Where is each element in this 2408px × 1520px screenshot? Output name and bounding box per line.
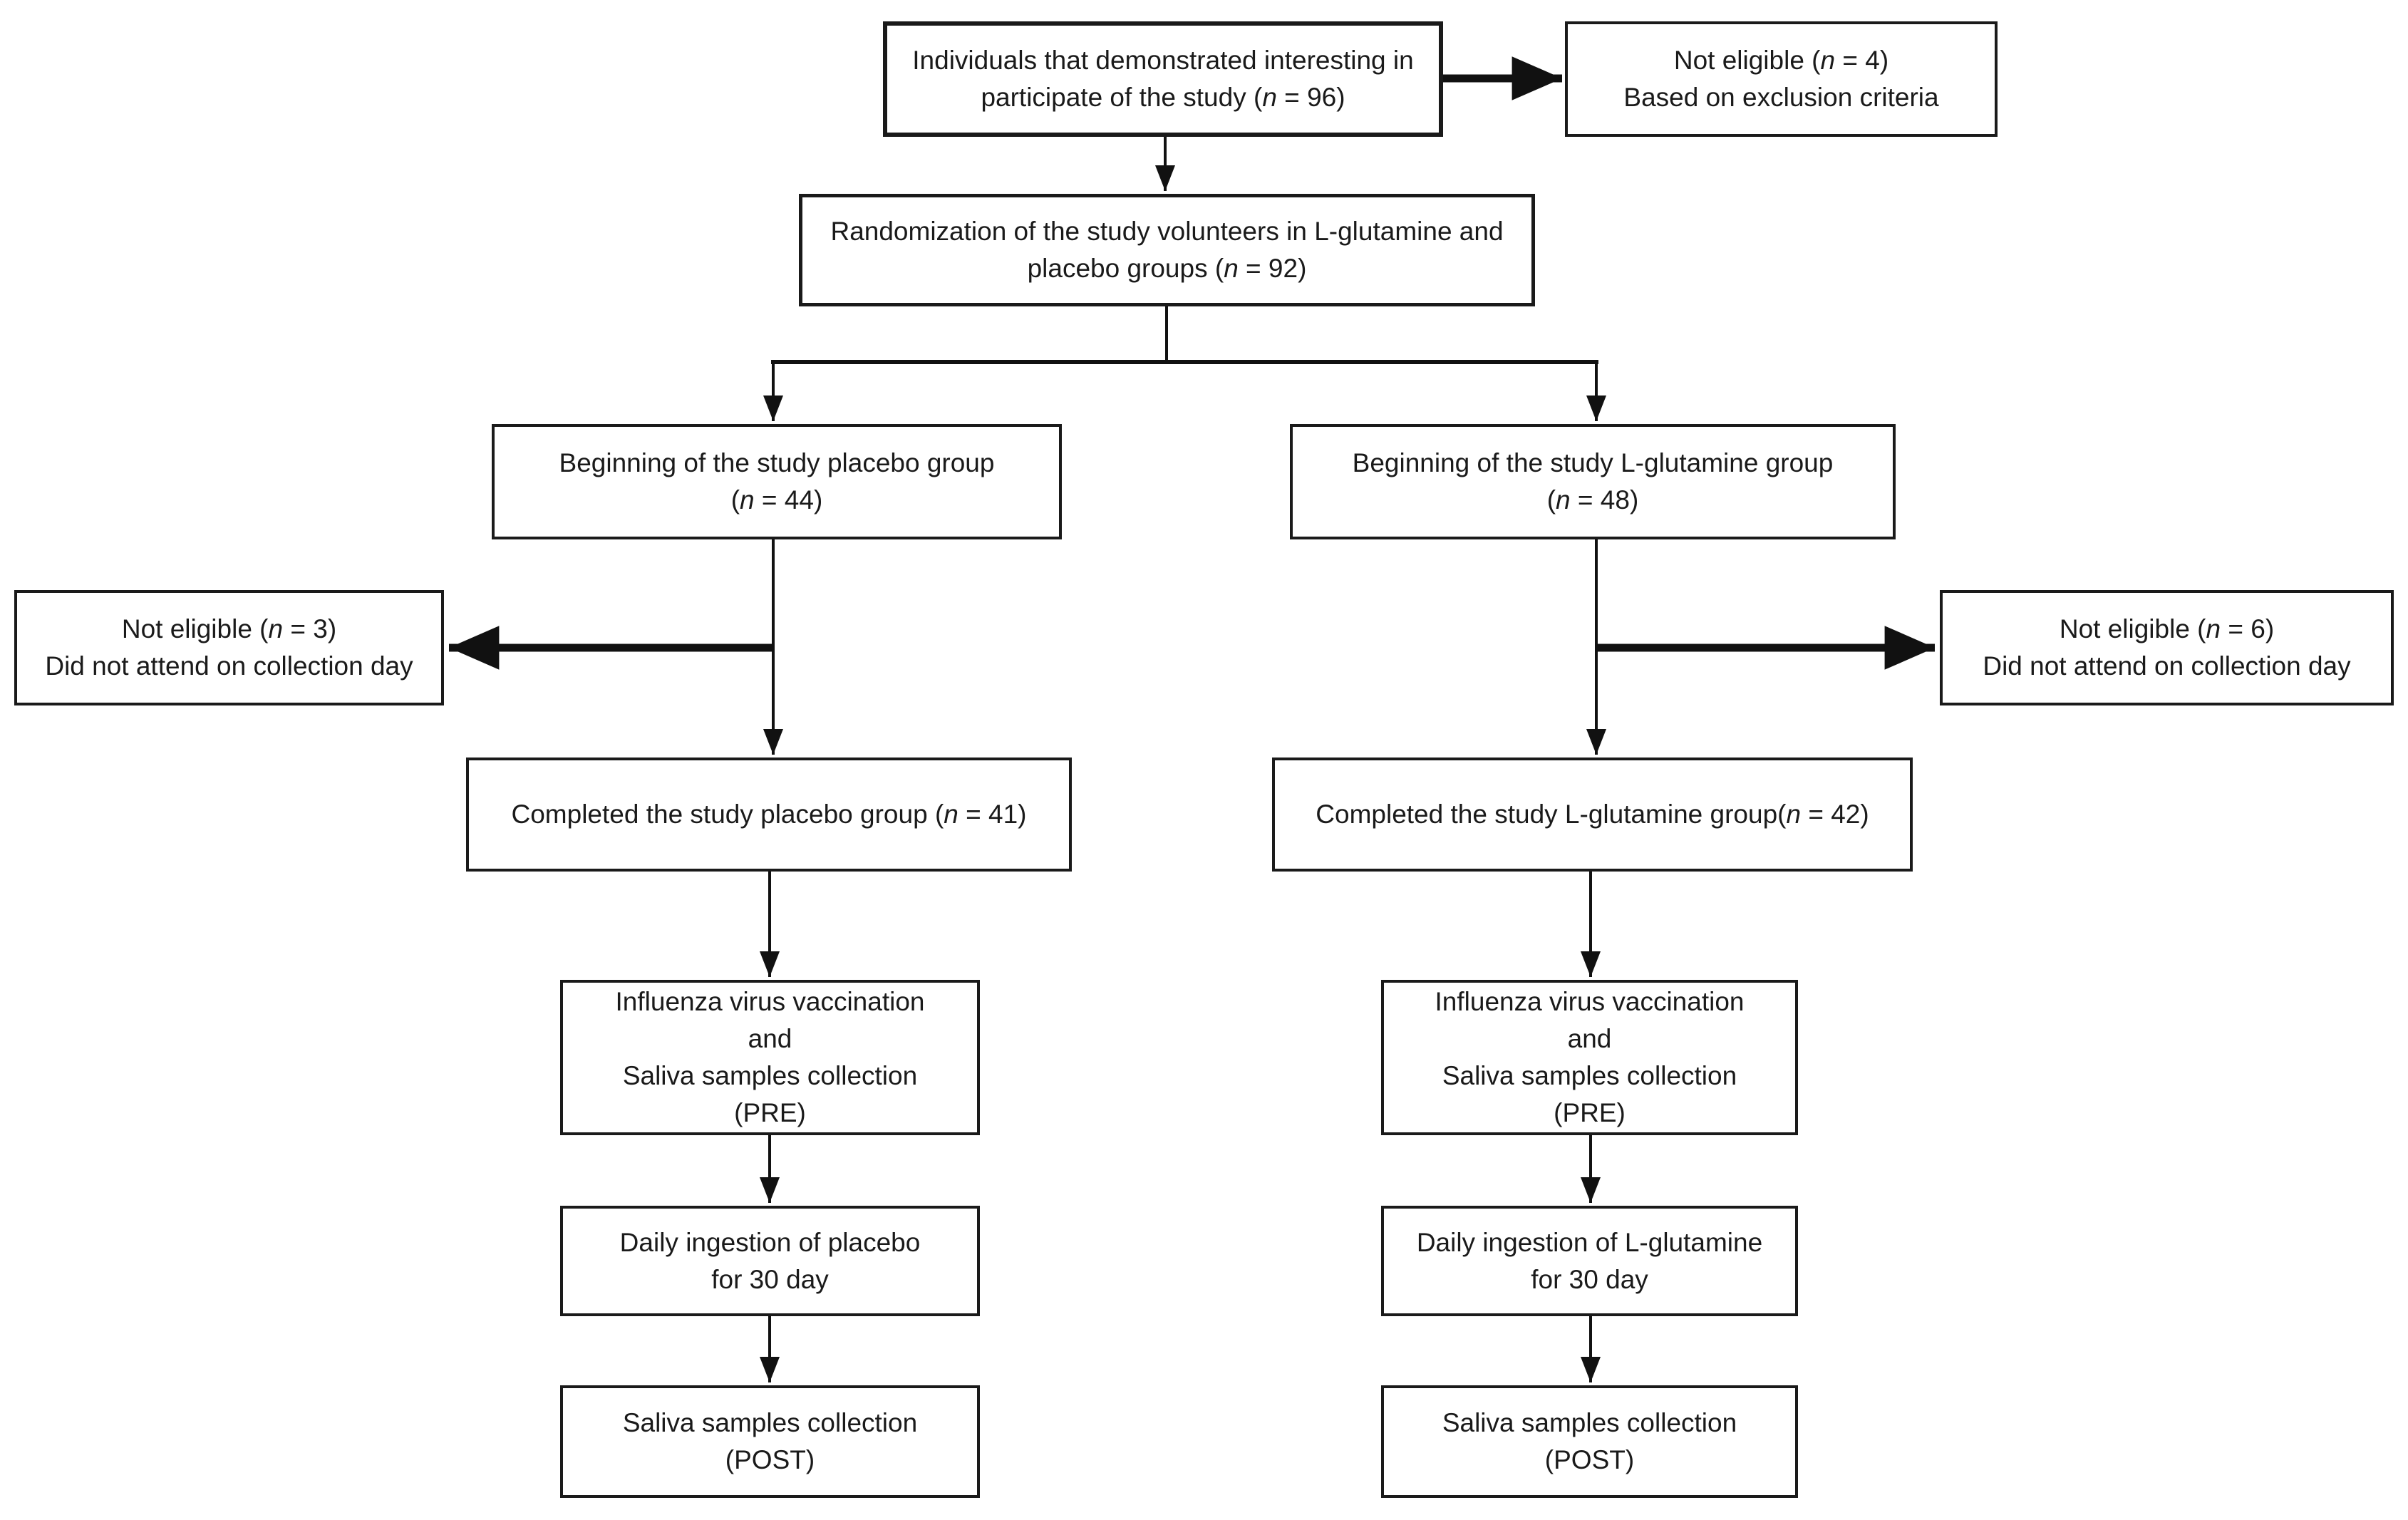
box-text-line: Did not attend on collection day <box>1983 651 2351 681</box>
box-text-line: (n = 44) <box>730 485 823 515</box>
box-individuals-interest: Individuals that demonstrated interestin… <box>883 21 1443 137</box>
box-text-line: Daily ingestion of placebo <box>619 1227 921 1257</box>
box-text-line: and <box>1567 1024 1612 1053</box>
box-text-line: Completed the study L-glutamine group(n … <box>1316 800 1869 829</box>
box-text-line: Randomization of the study volunteers in… <box>830 217 1504 246</box>
box-completed-glutamine: Completed the study L-glutamine group(n … <box>1272 758 1913 872</box>
box-text-line: for 30 day <box>711 1264 829 1294</box>
box-text-line: for 30 day <box>1531 1264 1648 1294</box>
box-text-line: Individuals that demonstrated interestin… <box>912 46 1414 75</box>
box-not-eligible-glutamine: Not eligible (n = 6) Did not attend on c… <box>1940 590 2394 705</box>
box-not-eligible-placebo: Not eligible (n = 3) Did not attend on c… <box>14 590 444 705</box>
box-text-line: Saliva samples collection <box>1442 1061 1737 1090</box>
box-text-line: placebo groups (n = 92) <box>1027 254 1307 283</box>
box-text-line: Beginning of the study L-glutamine group <box>1352 448 1834 477</box>
box-beginning-placebo: Beginning of the study placebo group (n … <box>492 424 1062 539</box>
box-text-line: (POST) <box>725 1445 815 1474</box>
box-text-line: Saliva samples collection <box>622 1061 918 1090</box>
box-text-line: Not eligible (n = 6) <box>2059 614 2275 643</box>
box-ingestion-placebo: Daily ingestion of placebo for 30 day <box>560 1206 980 1316</box>
box-vaccination-pre-placebo: Influenza virus vaccination and Saliva s… <box>560 980 980 1135</box>
box-not-eligible-exclusion: Not eligible (n = 4) Based on exclusion … <box>1565 21 1998 137</box>
box-text-line: Saliva samples collection <box>1442 1408 1737 1437</box>
box-text-line: Daily ingestion of L-glutamine <box>1416 1227 1763 1257</box>
box-post-collection-glutamine: Saliva samples collection (POST) <box>1381 1385 1798 1498</box>
box-text-line: (n = 48) <box>1546 485 1639 515</box>
box-text-line: participate of the study (n = 96) <box>981 83 1345 112</box>
box-randomization: Randomization of the study volunteers in… <box>799 194 1535 306</box>
box-text-line: Saliva samples collection <box>622 1408 918 1437</box>
box-text-line: Completed the study placebo group (n = 4… <box>511 800 1027 829</box>
box-beginning-glutamine: Beginning of the study L-glutamine group… <box>1290 424 1896 539</box>
box-text-line: Did not attend on collection day <box>45 651 413 681</box>
box-text-line: Influenza virus vaccination <box>615 987 925 1016</box>
box-text-line: Beginning of the study placebo group <box>559 448 995 477</box>
box-text-line: Influenza virus vaccination <box>1435 987 1745 1016</box>
box-vaccination-pre-glutamine: Influenza virus vaccination and Saliva s… <box>1381 980 1798 1135</box>
box-text-line: (PRE) <box>1554 1098 1626 1127</box>
box-text-line: Not eligible (n = 4) <box>1673 46 1889 75</box>
box-text-line: (PRE) <box>734 1098 806 1127</box>
box-post-collection-placebo: Saliva samples collection (POST) <box>560 1385 980 1498</box>
box-ingestion-glutamine: Daily ingestion of L-glutamine for 30 da… <box>1381 1206 1798 1316</box>
box-completed-placebo: Completed the study placebo group (n = 4… <box>466 758 1072 872</box>
box-text-line: Not eligible (n = 3) <box>121 614 337 643</box>
box-text-line: and <box>748 1024 792 1053</box>
box-text-line: (POST) <box>1544 1445 1635 1474</box>
box-text-line: Based on exclusion criteria <box>1623 83 1939 112</box>
